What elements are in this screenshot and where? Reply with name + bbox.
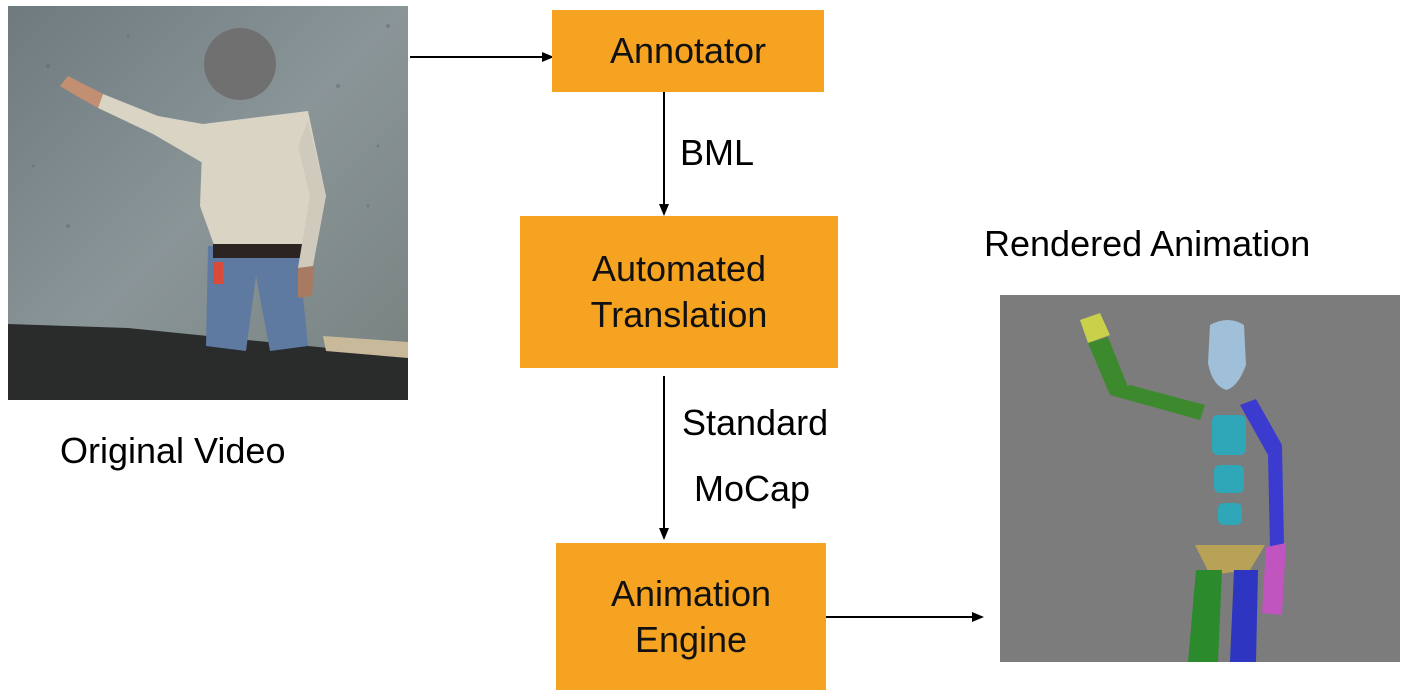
animation-engine-box: Animation Engine [556, 543, 826, 690]
engine-label-line1: Animation [610, 572, 772, 614]
mocap-edge-label-line2: MoCap [694, 468, 811, 509]
bml-edge-label: BML [680, 132, 755, 173]
rendered-animation-caption: Rendered Animation [984, 223, 1311, 264]
engine-label-line2: Engine [634, 618, 748, 660]
original-video-image [8, 6, 408, 400]
translation-label-line1: Automated [591, 248, 767, 289]
mocap-edge-label-line1: Standard [682, 402, 829, 443]
rendered-animation-image [1000, 295, 1400, 662]
automated-translation-box: Automated Translation [520, 216, 838, 368]
annotator-box: Annotator [552, 10, 824, 92]
original-video-caption: Original Video [60, 430, 286, 471]
annotator-label: Annotator [609, 30, 767, 71]
translation-label-line2: Translation [590, 294, 768, 335]
